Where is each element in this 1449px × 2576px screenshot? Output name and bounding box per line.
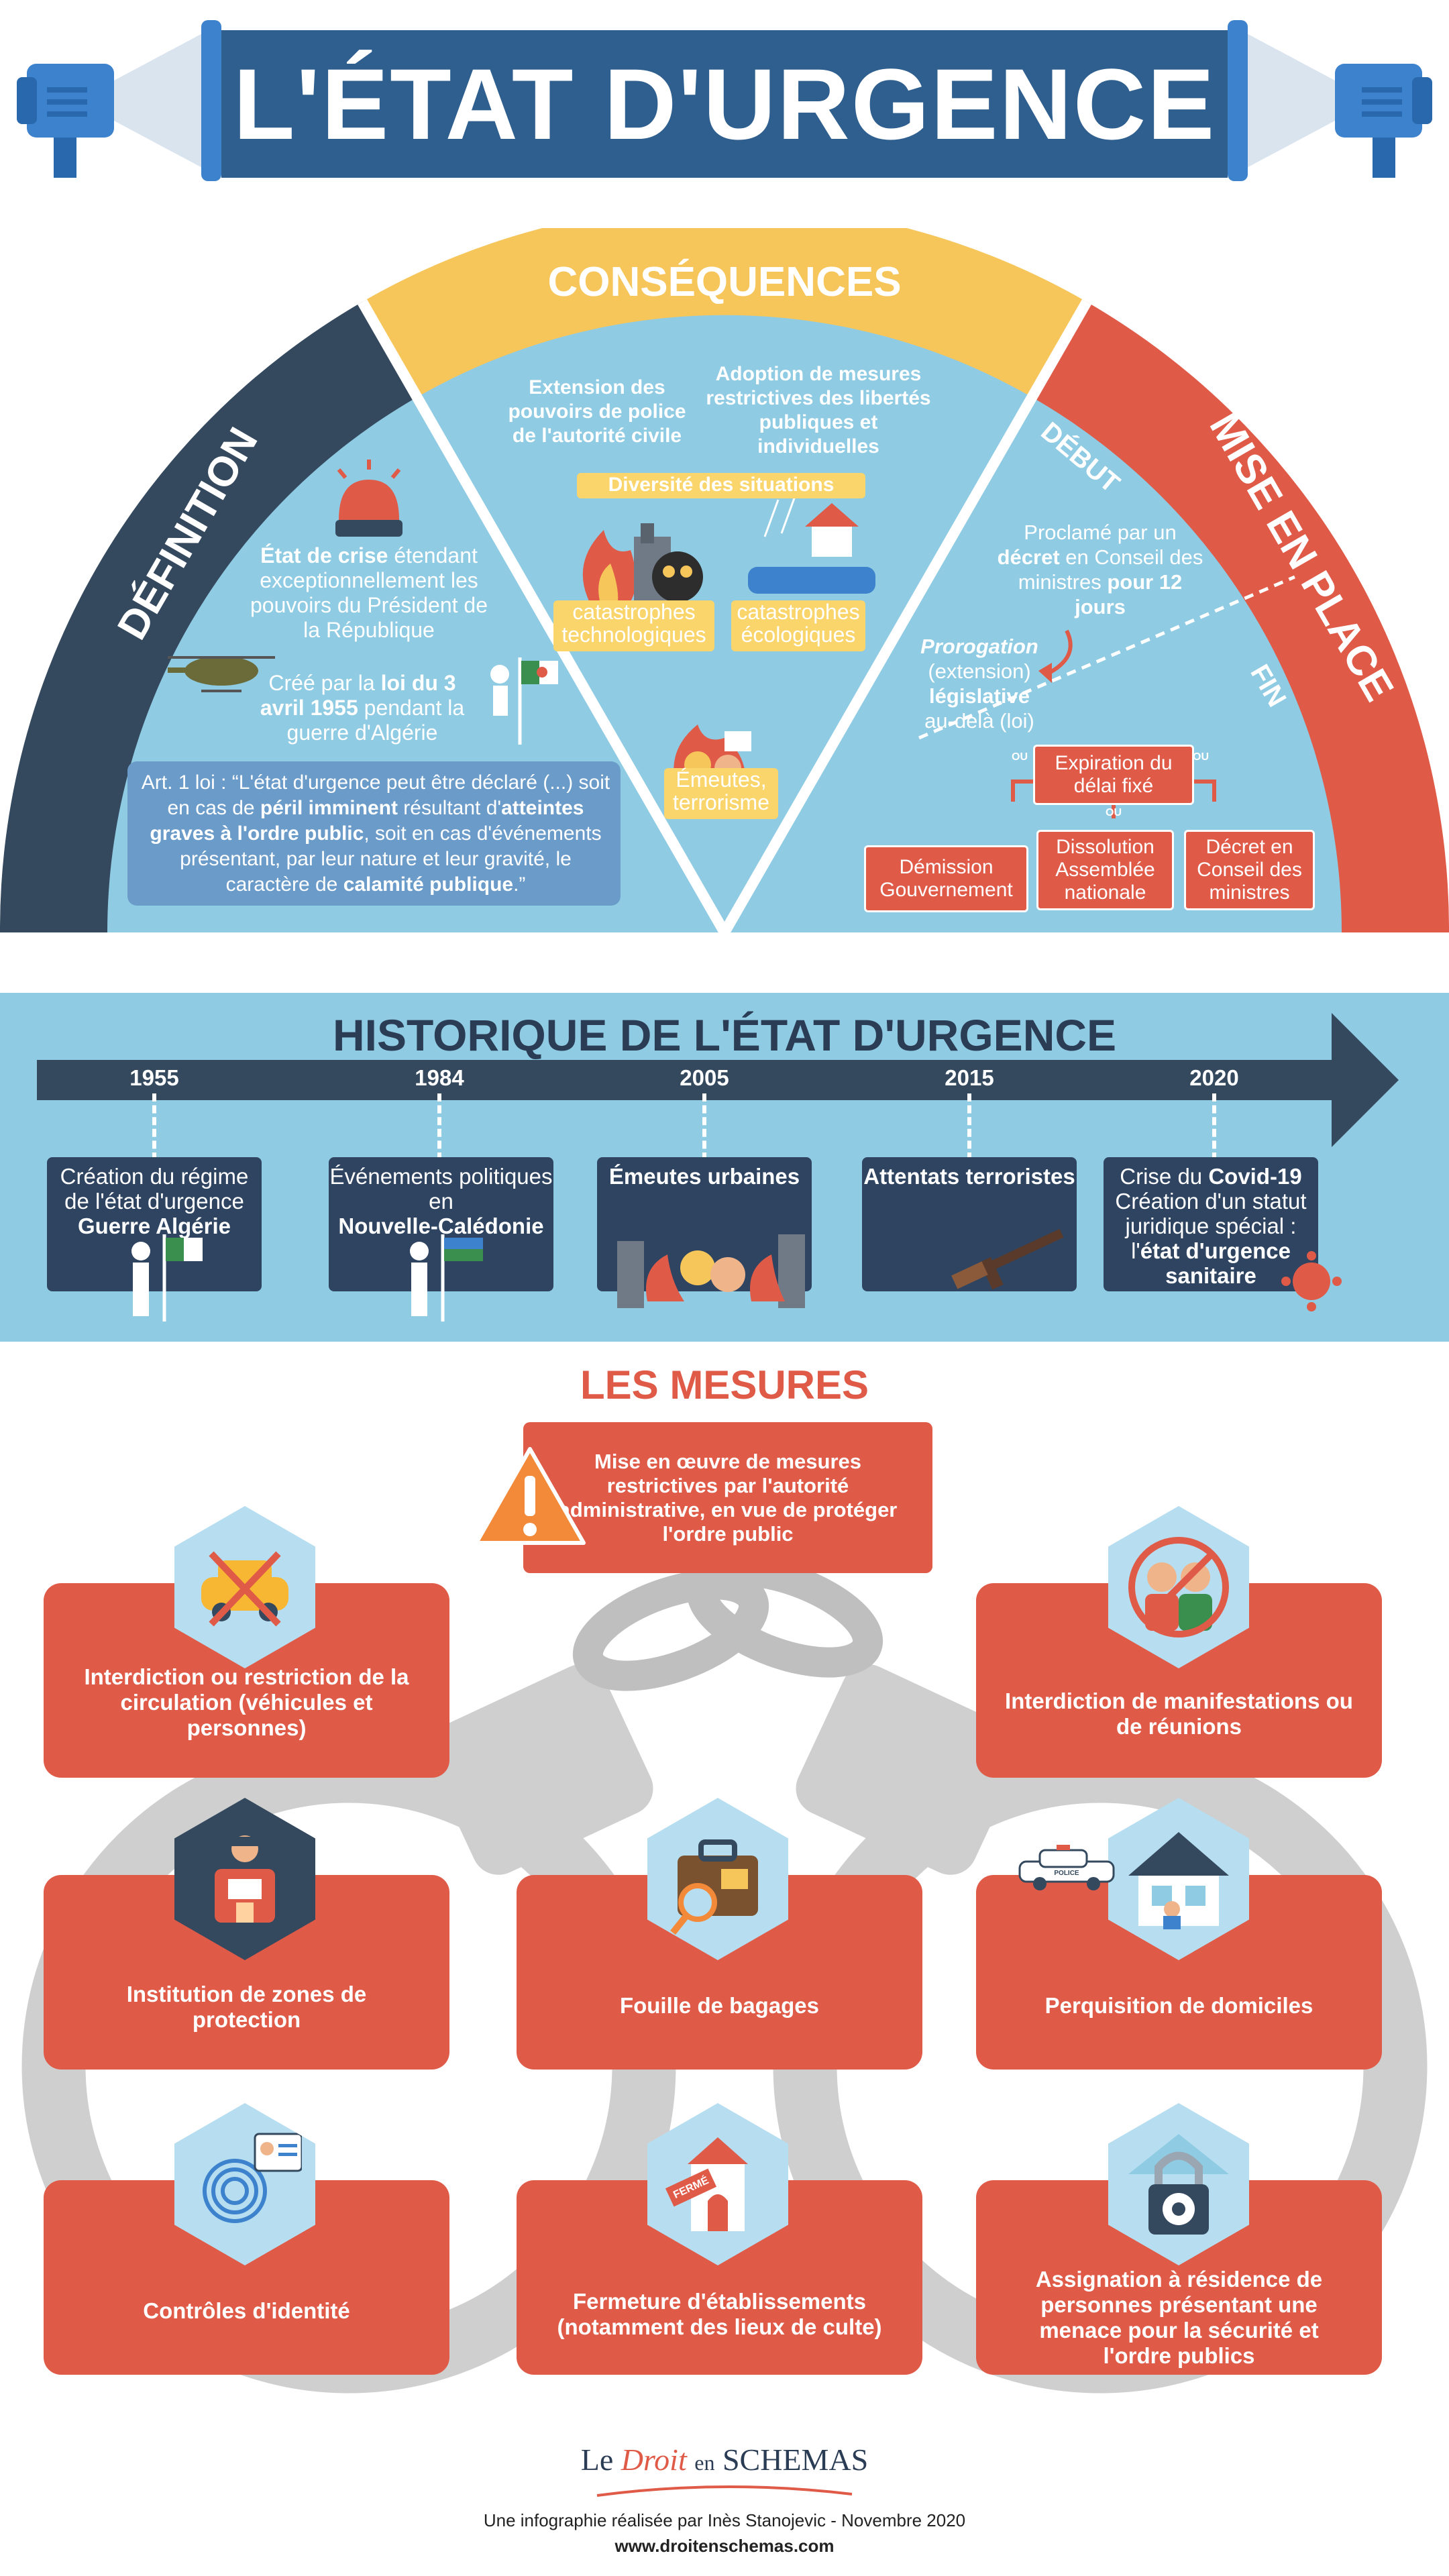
diversite-bar bbox=[577, 473, 865, 498]
historique-title: HISTORIQUE DE L'ÉTAT D'URGENCE bbox=[332, 1010, 1117, 1060]
police-car-icon: POLICE bbox=[1018, 1845, 1115, 1890]
rifle-icon bbox=[951, 1228, 1064, 1290]
mesure-fouille-card: Fouille de bagages bbox=[517, 1875, 922, 2070]
demission-box: Démission Gouvernement bbox=[864, 845, 1028, 912]
footer-logo: Le Droit en SCHEMAS bbox=[580, 2443, 869, 2477]
tag-emeutes: Émeutes, terrorisme bbox=[664, 768, 778, 819]
logo-underline bbox=[596, 2485, 853, 2497]
helicopter-icon bbox=[168, 656, 275, 692]
consequences-extension-text: Extension des pouvoirs de police de l'au… bbox=[508, 376, 686, 447]
riot-city-icon bbox=[617, 1234, 805, 1308]
mesure-zones-card: Institution de zones de protection bbox=[44, 1875, 449, 2070]
ou-label-left: OU bbox=[1012, 751, 1028, 763]
timeline-arrow bbox=[37, 1013, 1399, 1147]
mesures-intro-box: Mise en œuvre de mesures restrictives pa… bbox=[523, 1422, 932, 1573]
year-1955: 1955 bbox=[129, 1065, 179, 1090]
timeline-icons bbox=[131, 1228, 1342, 1322]
year-1984: 1984 bbox=[415, 1065, 464, 1090]
soldier-flag-icon bbox=[131, 1234, 203, 1322]
article-1-text: Art. 1 loi : “L'état d'urgence peut être… bbox=[141, 771, 610, 896]
warning-icon bbox=[474, 1447, 586, 1545]
dissolution-box: Dissolution Assemblée nationale bbox=[1036, 830, 1174, 910]
footer-url[interactable]: www.droitenschemas.com bbox=[614, 2536, 835, 2556]
mesure-controles-card: Contrôles d'identité bbox=[44, 2180, 449, 2375]
soldier-flag-caledonia-icon bbox=[410, 1234, 483, 1322]
mesures-title: LES MESURES bbox=[580, 1362, 869, 1407]
fire-icon bbox=[582, 530, 636, 610]
megaphone-right-icon bbox=[1228, 20, 1432, 181]
footer-credit: Une infographie réalisée par Inès Stanoj… bbox=[483, 2510, 966, 2530]
article-1-box bbox=[127, 761, 621, 906]
year-2020: 2020 bbox=[1189, 1065, 1239, 1090]
virus-icon bbox=[1281, 1251, 1342, 1311]
diversite-label: Diversité des situations bbox=[608, 474, 835, 496]
event-2015: Attentats terroristes bbox=[862, 1157, 1077, 1291]
expiration-box: Expiration du délai fixé bbox=[1033, 745, 1194, 805]
proclame-text: Proclamé par un décret en Conseil des mi… bbox=[997, 521, 1203, 619]
definition-crise-text: État de crise étendant exceptionnellemen… bbox=[250, 543, 488, 642]
year-2005: 2005 bbox=[680, 1065, 729, 1090]
flood-house-icon bbox=[748, 496, 875, 594]
gas-mask-icon bbox=[652, 551, 703, 602]
decret-box: Décret en Conseil des ministres bbox=[1184, 830, 1315, 910]
soldier-flag-icon bbox=[490, 657, 558, 745]
ou-label-right: OU bbox=[1193, 751, 1209, 763]
siren-icon bbox=[335, 460, 402, 537]
consequences-adoption-text: Adoption de mesures restrictives des lib… bbox=[706, 363, 931, 458]
definition-loi-text: Créé par la loi du 3 avril 1955 pendant … bbox=[260, 671, 465, 745]
police-label: POLICE bbox=[1054, 1870, 1079, 1877]
ou-label-center: OU bbox=[1106, 807, 1122, 818]
year-2015: 2015 bbox=[945, 1065, 994, 1090]
megaphones-decoration bbox=[17, 20, 1432, 181]
megaphone-left-icon bbox=[17, 20, 221, 181]
consequences-heading: CONSÉQUENCES bbox=[547, 259, 902, 305]
page-title: L'ÉTAT D'URGENCE bbox=[221, 30, 1228, 178]
tag-ecologiques: catastrophes écologiques bbox=[731, 600, 865, 651]
tag-technologiques: catastrophes technologiques bbox=[553, 600, 714, 651]
